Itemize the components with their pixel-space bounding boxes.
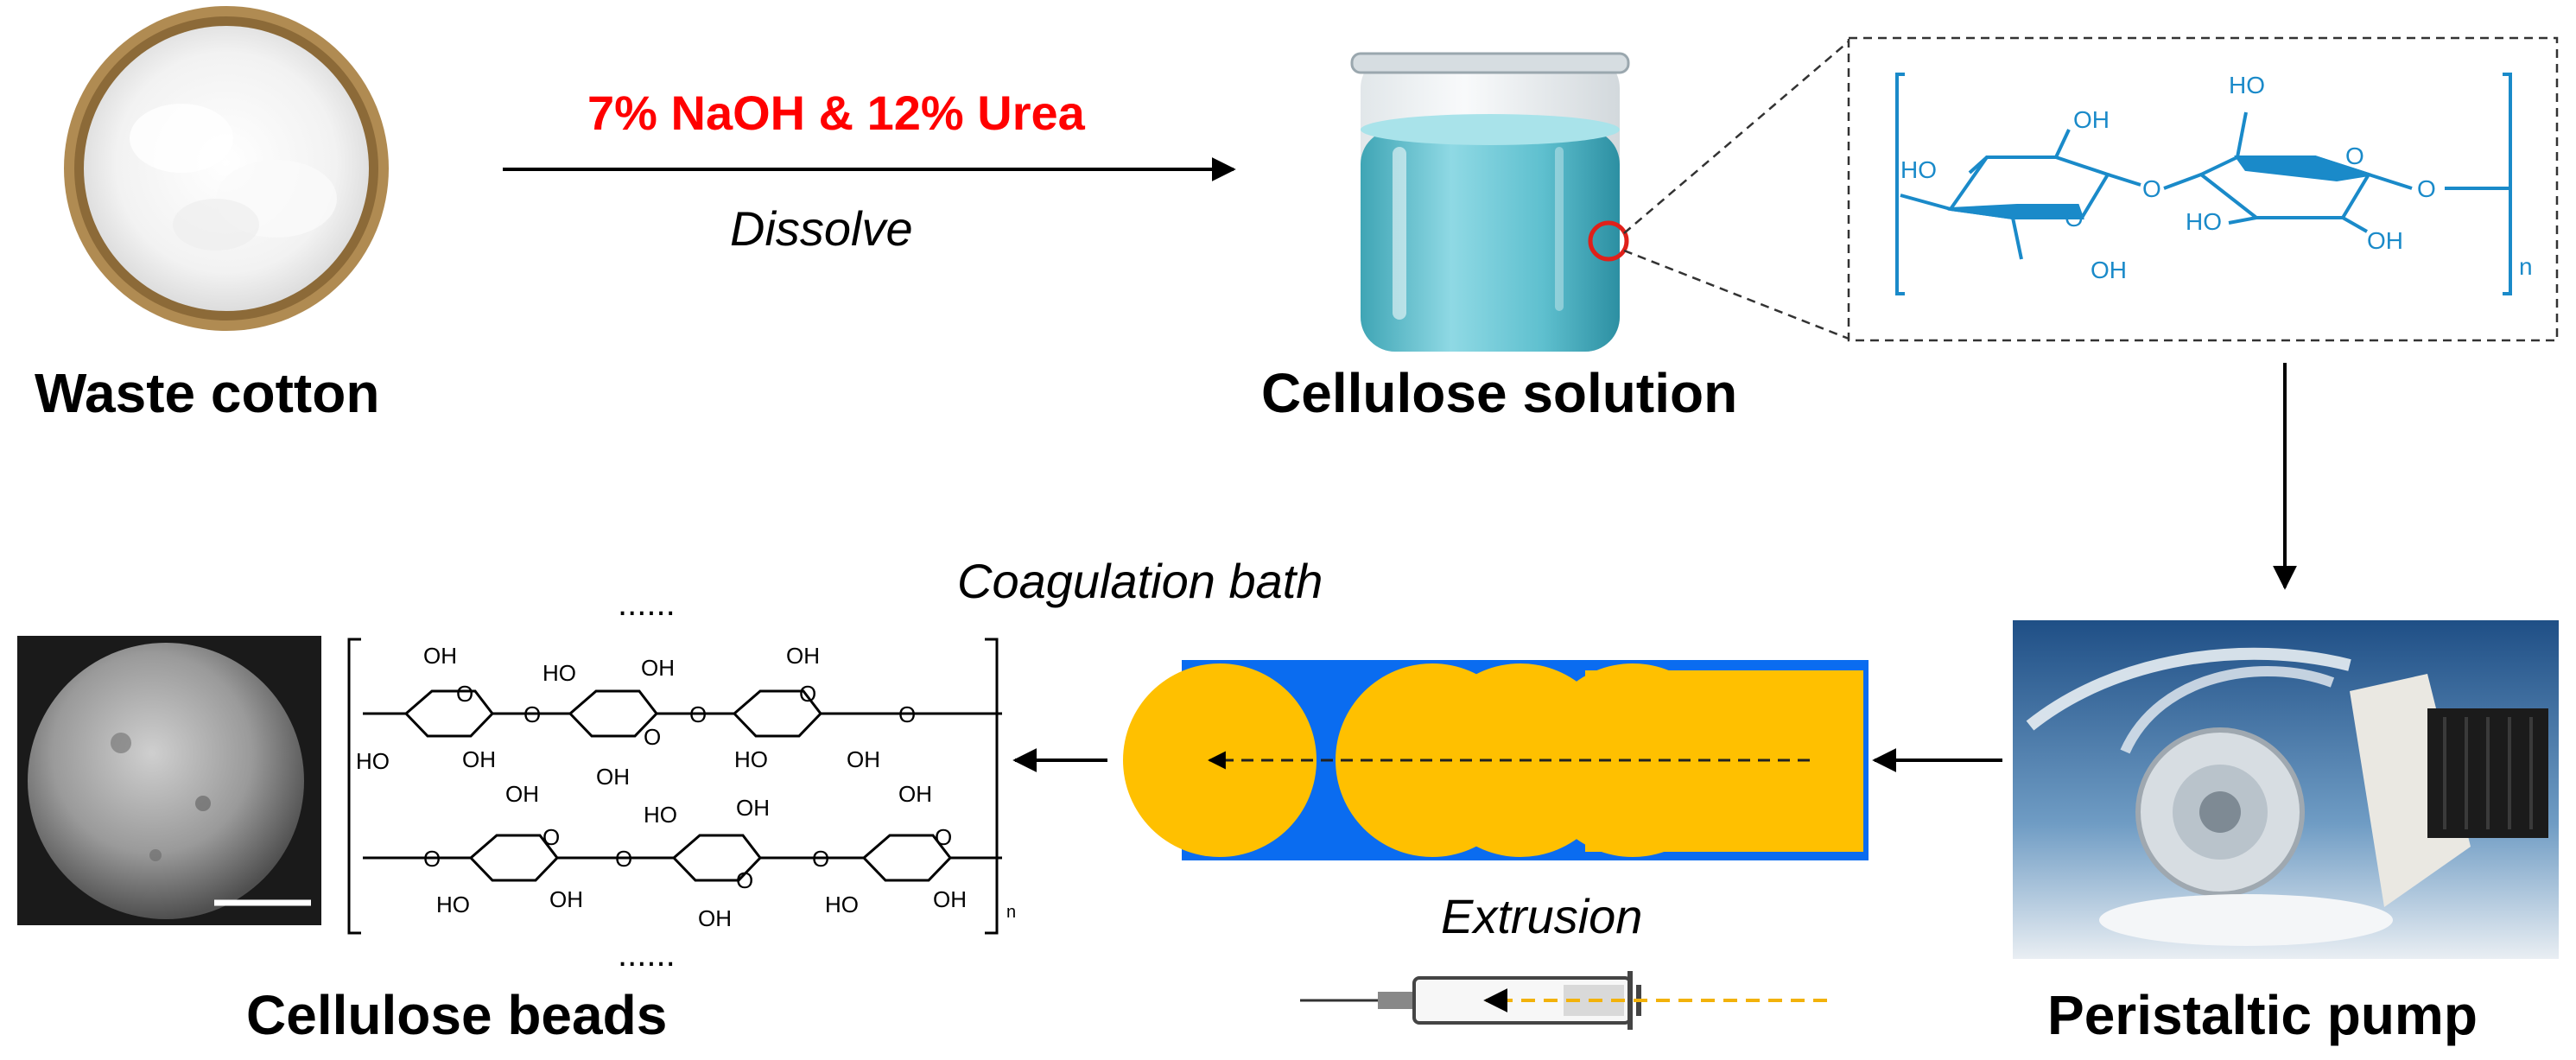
reagent-label: 7% NaOH & 12% Urea [587,86,1085,140]
cellulose-solution-label: Cellulose solution [1261,362,1738,424]
chain-oh-12: OH [933,886,967,912]
chain-o-link-5: O [615,846,632,872]
chain-oh-3: OH [641,655,675,681]
sem-bead-image [17,636,321,925]
chain-ho-5: HO [644,802,677,828]
zoom-oh-2: OH [2091,257,2127,283]
chain-ellipsis-top: ...... [618,585,676,623]
zoom-o-link: O [2142,175,2161,202]
chain-o-link-1: O [523,701,541,727]
chain-o-6: O [935,824,952,850]
zoom-oh-3: OH [2367,227,2403,254]
waste-cotton-image [64,6,389,331]
zoom-ho-3: HO [2186,208,2222,235]
chain-oh-6: OH [847,746,880,772]
chain-ho-2: HO [542,660,576,686]
chain-o-2: O [644,724,661,750]
zoom-ho-2: HO [2229,72,2265,98]
chain-oh-10: OH [698,905,732,931]
dissolve-label: Dissolve [730,201,913,256]
chain-oh-11: OH [898,781,932,807]
peristaltic-pump-image [2013,620,2559,959]
chain-oh-7: OH [505,781,539,807]
chain-oh-2: OH [462,746,496,772]
zoom-ho-1: HO [1900,156,1937,183]
chain-ho-6: HO [825,892,859,917]
chain-ho-1: HO [356,748,390,774]
extrusion-label: Extrusion [1441,889,1643,943]
zoom-oh-1: OH [2073,106,2110,133]
coagulation-bath [1123,660,1869,860]
chain-oh-5: OH [786,643,820,669]
cellulose-beads-label: Cellulose beads [246,984,668,1046]
zoom-n: n [2519,253,2533,280]
chain-o-3: O [799,681,816,707]
chain-o-4: O [542,824,560,850]
chain-o-link-3: O [898,701,916,727]
syringe-icon [1300,971,1827,1030]
chain-n: n [1006,903,1016,922]
chain-oh-8: OH [549,886,583,912]
chain-oh-9: OH [736,795,770,821]
coagulation-bath-label: Coagulation bath [957,554,1323,608]
peristaltic-pump-label: Peristaltic pump [2047,984,2478,1046]
chain-o-1: O [456,681,473,707]
chain-ellipsis-bottom: ...... [618,936,676,974]
chain-o-link-4: O [423,846,441,872]
waste-cotton-label: Waste cotton [35,362,380,424]
cellulose-chain-structure [347,638,1002,935]
zoom-o-ring1: O [2065,205,2084,232]
beaker-image [1350,52,1630,352]
chain-o-5: O [736,867,753,893]
cellulose-structure-blue [1895,73,2512,295]
chain-o-link-6: O [812,846,829,872]
chain-o-link-2: O [689,701,707,727]
chain-ho-3: HO [734,746,768,772]
zoom-o-end: O [2417,175,2436,202]
zoom-box [1847,36,2559,342]
zoom-o-ring2: O [2345,143,2364,169]
magnifier-circle [1588,220,1629,262]
chain-ho-4: HO [436,892,470,917]
chain-oh-4: OH [596,764,630,790]
chain-oh-1: OH [423,643,457,669]
